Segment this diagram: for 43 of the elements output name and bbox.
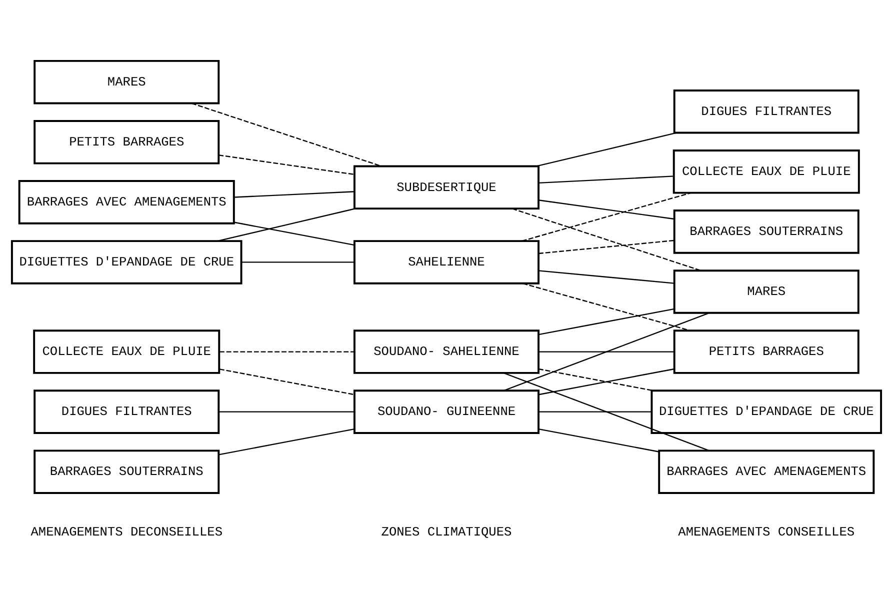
connector	[538, 270, 674, 284]
connector	[536, 132, 677, 166]
node-box: PETITS BARRAGES	[673, 329, 860, 374]
node-box: BARRAGES SOUTERRAINS	[673, 209, 860, 254]
connector	[538, 368, 674, 395]
connector	[522, 282, 690, 331]
node-box: PETITS BARRAGES	[34, 120, 220, 164]
node-box: SUBDESERTIQUE	[353, 164, 540, 210]
connector	[218, 428, 355, 455]
label: AMENAGEMENTS CONSEILLES	[678, 524, 855, 539]
node-box: DIGUETTES D'EPANDAGE DE CRUE	[650, 389, 882, 434]
node-box: BARRAGES AVEC AMENAGEMENTS	[658, 449, 875, 494]
connector	[241, 261, 354, 262]
connector	[522, 192, 692, 242]
connector	[538, 199, 674, 220]
label: AMENAGEMENTS DECONSEILLES	[30, 524, 222, 539]
node-box: SAHELIENNE	[353, 240, 540, 284]
connector	[538, 428, 659, 452]
connector	[538, 175, 674, 183]
connector	[538, 308, 674, 335]
connector	[538, 368, 654, 391]
connector	[538, 239, 674, 254]
node-box: MARES	[673, 269, 860, 314]
connector	[218, 410, 354, 412]
node-box: COLLECTE EAUX DE PLUIE	[33, 329, 220, 374]
label: ZONES CLIMATIQUES	[381, 524, 512, 539]
connector	[219, 368, 354, 395]
node-box: MARES	[34, 59, 220, 104]
connector	[220, 350, 354, 352]
node-box: BARRAGES SOUTERRAINS	[34, 449, 220, 494]
node-box: SOUDANO- SAHELIENNE	[353, 329, 540, 374]
node-box: SOUDANO- GUINEENNE	[353, 389, 540, 434]
node-box: BARRAGES AVEC AMENAGEMENTS	[18, 180, 235, 224]
node-box: COLLECTE EAUX DE PLUIE	[672, 149, 860, 194]
connector	[218, 154, 354, 175]
node-box: DIGUES FILTRANTES	[673, 88, 860, 134]
node-box: DIGUES FILTRANTES	[34, 389, 220, 434]
connector	[191, 102, 382, 166]
connector	[234, 190, 354, 198]
connector	[538, 410, 652, 412]
connector	[234, 221, 355, 246]
connector	[538, 350, 674, 352]
node-box: DIGUETTES D'EPANDAGE DE CRUE	[10, 240, 242, 284]
